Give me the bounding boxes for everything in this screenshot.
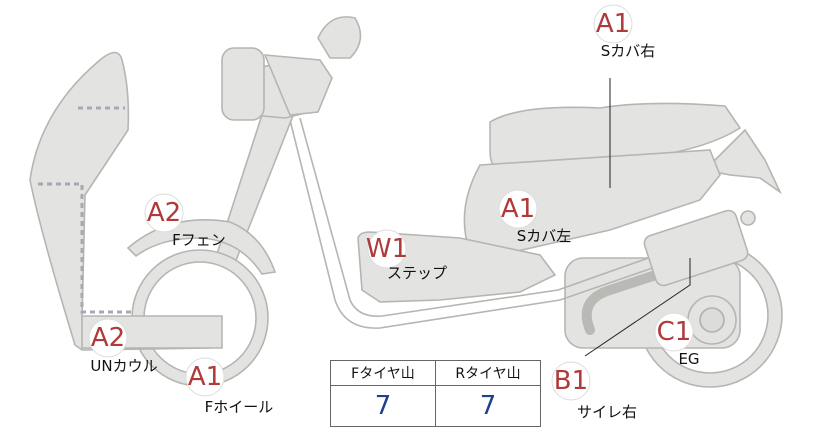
leader-muffler-right — [584, 258, 691, 357]
svg-text:Sカバ左: Sカバ左 — [517, 227, 572, 245]
badge-s-cover-left: A1 Sカバ左 — [498, 189, 572, 245]
svg-text:Fフェン: Fフェン — [172, 231, 226, 249]
svg-text:A1: A1 — [596, 9, 630, 39]
r-tire-value: 7 — [435, 385, 541, 427]
front-fender — [126, 219, 277, 275]
svg-text:A1: A1 — [188, 362, 222, 392]
badge-muffler-right: B1 サイレ右 — [551, 361, 637, 421]
engine-unit — [564, 257, 741, 349]
badge-f-fender: A2 Fフェン — [144, 193, 226, 249]
svg-text:ステップ: ステップ — [387, 264, 447, 282]
handlebar — [263, 54, 333, 116]
f-tire-value: 7 — [330, 385, 436, 427]
svg-text:C1: C1 — [657, 317, 692, 347]
svg-text:UNカウル: UNカウル — [90, 357, 157, 375]
step-floor — [357, 231, 557, 303]
svg-text:Fホイール: Fホイール — [205, 398, 274, 416]
f-tire-header: Fタイヤ山 — [330, 360, 436, 386]
side-cover-body — [463, 149, 721, 256]
rear-fender — [703, 128, 782, 195]
front-cowl — [29, 51, 211, 351]
badge-eg: C1 EG — [654, 312, 700, 368]
svg-text:B1: B1 — [554, 366, 588, 396]
mirror — [317, 16, 362, 59]
svg-text:A2: A2 — [91, 323, 125, 353]
tire-tread-table: Fタイヤ山 Rタイヤ山 7 7 — [330, 360, 541, 427]
headlight — [221, 47, 265, 121]
svg-text:A2: A2 — [147, 198, 181, 228]
svg-text:A1: A1 — [501, 194, 535, 224]
badge-s-cover-right: A1 Sカバ右 — [593, 4, 656, 60]
svg-text:Sカバ右: Sカバ右 — [601, 42, 656, 60]
svg-text:W1: W1 — [366, 234, 408, 264]
frame-tube — [289, 119, 691, 329]
svg-text:EG: EG — [678, 350, 699, 368]
badge-step: W1 ステップ — [366, 229, 447, 282]
badge-f-wheel: A1 Fホイール — [185, 357, 274, 416]
rear-shock — [643, 209, 756, 287]
svg-text:サイレ右: サイレ右 — [577, 403, 637, 421]
r-tire-header: Rタイヤ山 — [435, 360, 541, 386]
badge-un-cowl: A2 UNカウル — [88, 318, 158, 375]
